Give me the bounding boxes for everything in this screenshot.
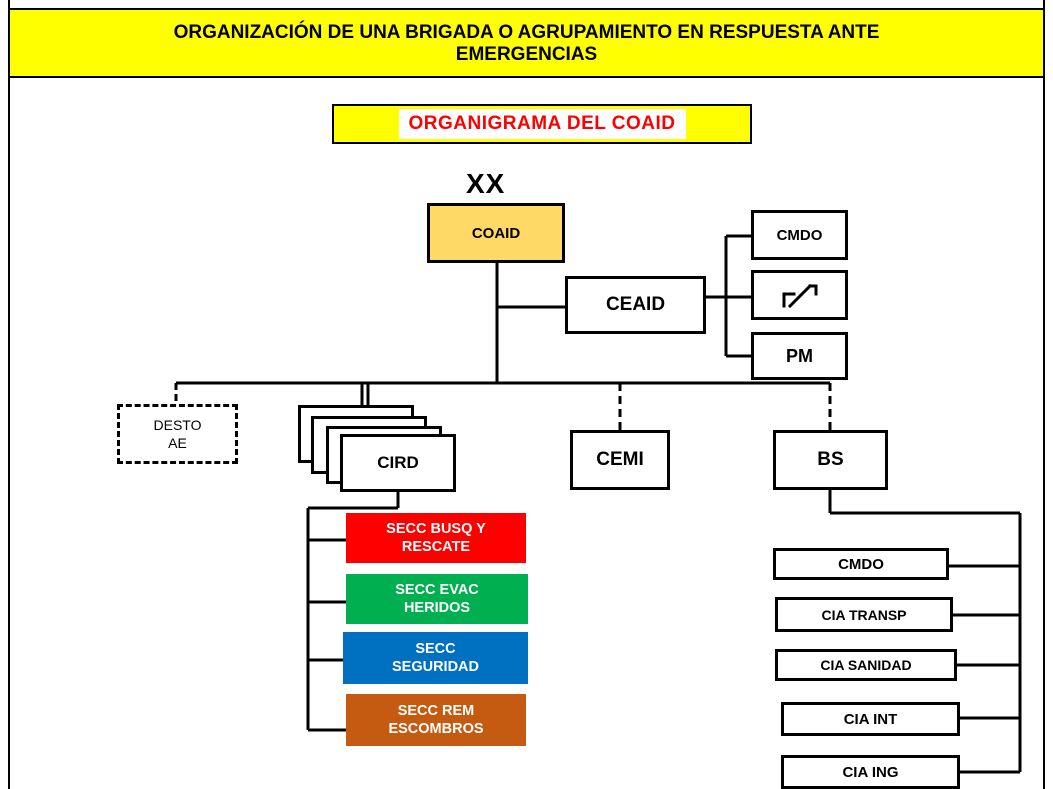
bs-unit-cia-transp: CIA TRANSP: [775, 597, 953, 632]
bs-unit-cia-int: CIA INT: [781, 702, 960, 736]
staff-symbol-box: [751, 270, 848, 320]
section-evac-heridos-label: SECC EVAC HERIDOS: [395, 582, 479, 616]
chart-subtitle-box: ORGANIGRAMA DEL COAID: [332, 104, 752, 144]
bs-box: BS: [773, 430, 888, 490]
ae-label: AE: [168, 435, 187, 451]
bs-unit-cia-ing: CIA ING: [781, 755, 960, 789]
cemi-label: CEMI: [596, 449, 644, 470]
bs-label: BS: [817, 449, 844, 470]
section-busq-rescate: SECC BUSQ Y RESCATE: [346, 513, 526, 563]
ceaid-label: CEAID: [605, 294, 666, 315]
cird-box: CIRD: [340, 434, 456, 492]
page-header: ORGANIZACIÓN DE UNA BRIGADA O AGRUPAMIEN…: [8, 8, 1045, 78]
page-frame: [8, 0, 1045, 789]
echelon-marker: XX: [466, 168, 506, 199]
section-busq-rescate-label: SECC BUSQ Y RESCATE: [386, 521, 486, 555]
section-evac-heridos: SECC EVAC HERIDOS: [346, 574, 528, 624]
header-title-line1: ORGANIZACIÓN DE UNA BRIGADA O AGRUPAMIEN…: [173, 22, 880, 43]
cird-label: CIRD: [377, 453, 419, 472]
bs-unit-cia-sanidad-label: CIA SANIDAD: [820, 657, 912, 673]
bs-unit-cia-int-label: CIA INT: [843, 710, 898, 728]
section-rem-escombros: SECC REM ESCOMBROS: [346, 694, 526, 746]
ceaid-box: CEAID: [565, 276, 706, 334]
section-rem-escombros-label: SECC REM ESCOMBROS: [388, 703, 484, 737]
staff-pm-label: PM: [786, 345, 813, 366]
section-seguridad: SECC SEGURIDAD: [343, 632, 528, 684]
staff-cmdo-box: CMDO: [751, 210, 848, 260]
bs-unit-cmdo-label: CMDO: [838, 555, 884, 573]
desto-label: DESTO: [153, 417, 202, 433]
bs-unit-cia-ing-label: CIA ING: [842, 763, 899, 781]
staff-pm-box: PM: [751, 332, 848, 380]
cemi-box: CEMI: [570, 430, 670, 490]
desto-ae-box: DESTO AE: [117, 404, 238, 464]
coaid-box: COAID: [427, 203, 565, 263]
staff-cmdo-label: CMDO: [776, 226, 823, 244]
coaid-label: COAID: [471, 224, 521, 242]
bs-unit-cia-sanidad: CIA SANIDAD: [775, 649, 957, 681]
chart-subtitle: ORGANIGRAMA DEL COAID: [398, 109, 686, 139]
unit-symbol-icon: [782, 283, 817, 309]
header-title-line2: EMERGENCIAS: [455, 44, 598, 65]
bs-unit-cia-transp-label: CIA TRANSP: [821, 606, 907, 623]
section-seguridad-label: SECC SEGURIDAD: [391, 641, 479, 675]
bs-unit-cmdo: CMDO: [773, 548, 949, 580]
